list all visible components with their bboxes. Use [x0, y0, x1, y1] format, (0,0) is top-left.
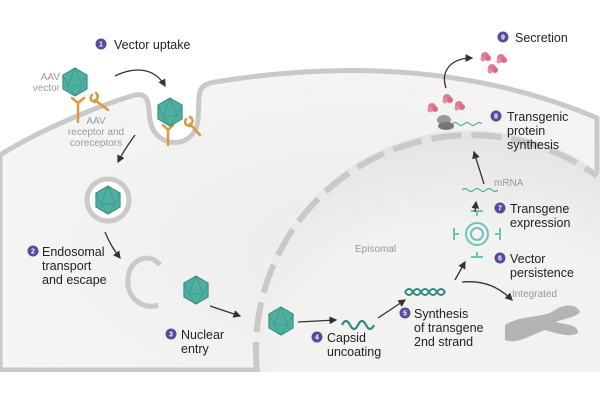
- svg-text:synthesis: synthesis: [507, 138, 559, 152]
- broken-endosome: [125, 255, 162, 309]
- svg-text:7: 7: [498, 206, 502, 213]
- svg-text:5: 5: [403, 311, 407, 318]
- mrna-label: mRNA: [494, 178, 524, 189]
- svg-text:transport: transport: [42, 259, 92, 273]
- svg-text:Endosomal: Endosomal: [42, 245, 105, 259]
- step-badge-7: 7: [494, 202, 506, 214]
- svg-text:AAV: AAV: [41, 72, 61, 83]
- svg-text:AAV: AAV: [86, 116, 106, 127]
- svg-text:protein: protein: [507, 124, 545, 138]
- step-9-label: Secretion: [515, 31, 568, 45]
- protein-icon: [496, 54, 507, 64]
- svg-text:Synthesis: Synthesis: [414, 307, 468, 321]
- svg-text:uncoating: uncoating: [327, 345, 381, 359]
- step-1-label: Vector uptake: [114, 38, 190, 52]
- protein-icon: [480, 52, 491, 62]
- svg-text:Transgenic: Transgenic: [507, 110, 568, 124]
- svg-text:of transgene: of transgene: [414, 321, 484, 335]
- svg-text:receptor and: receptor and: [68, 127, 124, 138]
- episomal-label: Episomal: [355, 244, 396, 255]
- svg-text:4: 4: [315, 335, 319, 342]
- svg-text:1: 1: [99, 42, 103, 49]
- svg-text:Transgene: Transgene: [510, 202, 569, 216]
- step-badge-8: 8: [490, 110, 502, 122]
- capsid-icon: [157, 97, 183, 127]
- nucleus: [255, 130, 600, 372]
- step-badge-2: 2: [27, 245, 39, 257]
- receptor-icons: [70, 91, 202, 147]
- arrows: [104, 54, 513, 325]
- svg-text:and escape: and escape: [42, 273, 107, 287]
- episome-icon: [453, 210, 501, 258]
- capsid-icon: [62, 67, 88, 97]
- nuclear-envelope: [252, 132, 599, 373]
- integrated-label: Integrated: [512, 289, 557, 300]
- step-badge-9: 9: [497, 31, 509, 43]
- svg-text:2: 2: [31, 249, 35, 256]
- ssdna-icon: [341, 319, 375, 331]
- svg-text:3: 3: [169, 332, 173, 339]
- step-badge-6: 6: [494, 252, 506, 264]
- step-badge-4: 4: [311, 331, 323, 343]
- mrna-icon: [451, 121, 483, 127]
- svg-text:entry: entry: [181, 342, 210, 356]
- svg-text:expression: expression: [510, 216, 570, 230]
- svg-text:8: 8: [494, 114, 498, 121]
- mrna-icon: [461, 187, 499, 193]
- svg-text:coreceptors: coreceptors: [70, 138, 122, 149]
- svg-text:6: 6: [498, 256, 502, 263]
- step-badge-3: 3: [165, 328, 177, 340]
- svg-text:Vector: Vector: [510, 252, 545, 266]
- svg-text:2nd strand: 2nd strand: [414, 335, 473, 349]
- svg-text:vector: vector: [33, 83, 61, 94]
- protein-icon: [487, 64, 498, 74]
- chromosome-icon: [505, 305, 580, 342]
- step-badge-5: 5: [399, 307, 411, 319]
- ribosome-icon: [437, 115, 454, 130]
- svg-text:persistence: persistence: [510, 266, 574, 280]
- svg-text:9: 9: [501, 35, 505, 42]
- svg-text:Nuclear: Nuclear: [181, 328, 224, 342]
- dsdna-icon: [404, 288, 446, 296]
- step-badge-1: 1: [95, 38, 107, 50]
- svg-text:Capsid: Capsid: [327, 331, 366, 345]
